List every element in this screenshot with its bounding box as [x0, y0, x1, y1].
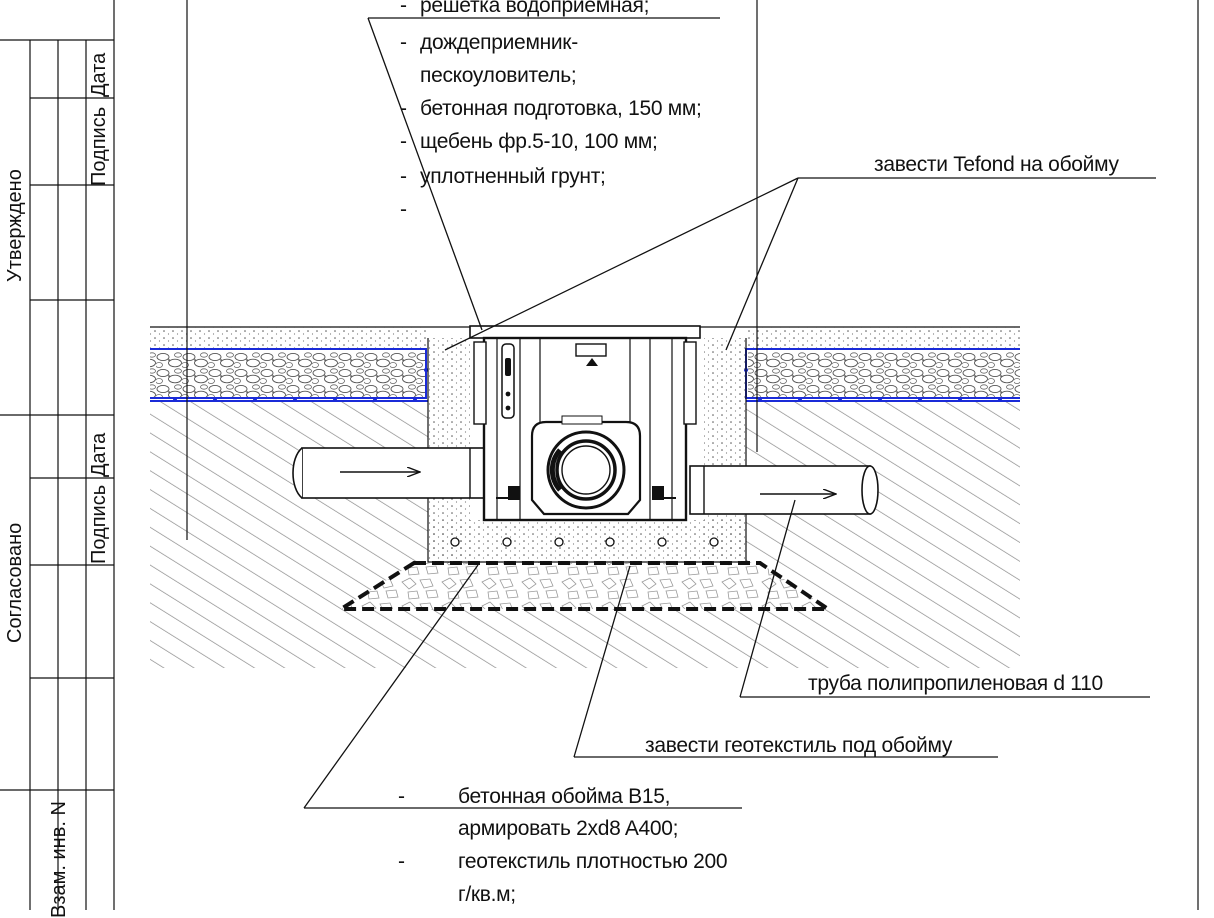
- stone-base: [334, 561, 835, 611]
- list-item: бетонная обойма B15,: [458, 785, 671, 808]
- signature-label-bottom: Подпись: [88, 484, 110, 564]
- list-dash: -: [400, 97, 407, 120]
- list-item: решетка водоприемная;: [420, 0, 650, 17]
- list-item: пескоуловитель;: [420, 64, 577, 87]
- list-dash: -: [400, 165, 407, 188]
- outlet-pipe: [689, 465, 879, 515]
- gravel-layer: [150, 352, 1020, 398]
- list-item: г/кв.м;: [458, 883, 516, 906]
- pipe-callout: труба полипропиленовая d 110: [808, 672, 1103, 695]
- date-label-top: Дата: [88, 52, 110, 97]
- list-item: армировать 2xd8 A400;: [458, 817, 679, 840]
- list-dash: -: [400, 130, 407, 153]
- list-dash: -: [400, 0, 407, 17]
- tefond-callout: завести Tefond на обойму: [874, 153, 1119, 176]
- list-dash: -: [398, 850, 405, 873]
- geotextile-callout: завести геотекстиль под обойму: [645, 734, 953, 757]
- signature-label-top: Подпись: [88, 106, 110, 186]
- geotextile-dashed-outline: [334, 561, 835, 611]
- list-item: уплотненный грунт;: [420, 165, 606, 188]
- approved-label: Утверждено: [4, 169, 26, 282]
- list-item: геотекстиль плотностью 200: [458, 850, 728, 873]
- leader-lines: [303, 17, 1156, 809]
- date-label-bottom: Дата: [88, 432, 110, 477]
- title-block-frame: [0, 0, 115, 910]
- rebar-dots: [450, 537, 719, 547]
- list-dash: -: [400, 198, 407, 221]
- list-item: дождеприемник-: [420, 31, 578, 54]
- inventory-label: Взам. инв. N: [48, 801, 70, 918]
- list-item: бетонная подготовка, 150 мм;: [420, 97, 702, 120]
- agreed-label: Согласовано: [4, 522, 26, 643]
- concrete-layer: [150, 326, 1020, 349]
- list-item: щебень фр.5-10, 100 мм;: [420, 130, 658, 153]
- drain-body: [469, 325, 701, 522]
- inlet-pipe: [292, 447, 485, 499]
- list-dash: -: [400, 31, 407, 54]
- list-dash: -: [398, 785, 405, 808]
